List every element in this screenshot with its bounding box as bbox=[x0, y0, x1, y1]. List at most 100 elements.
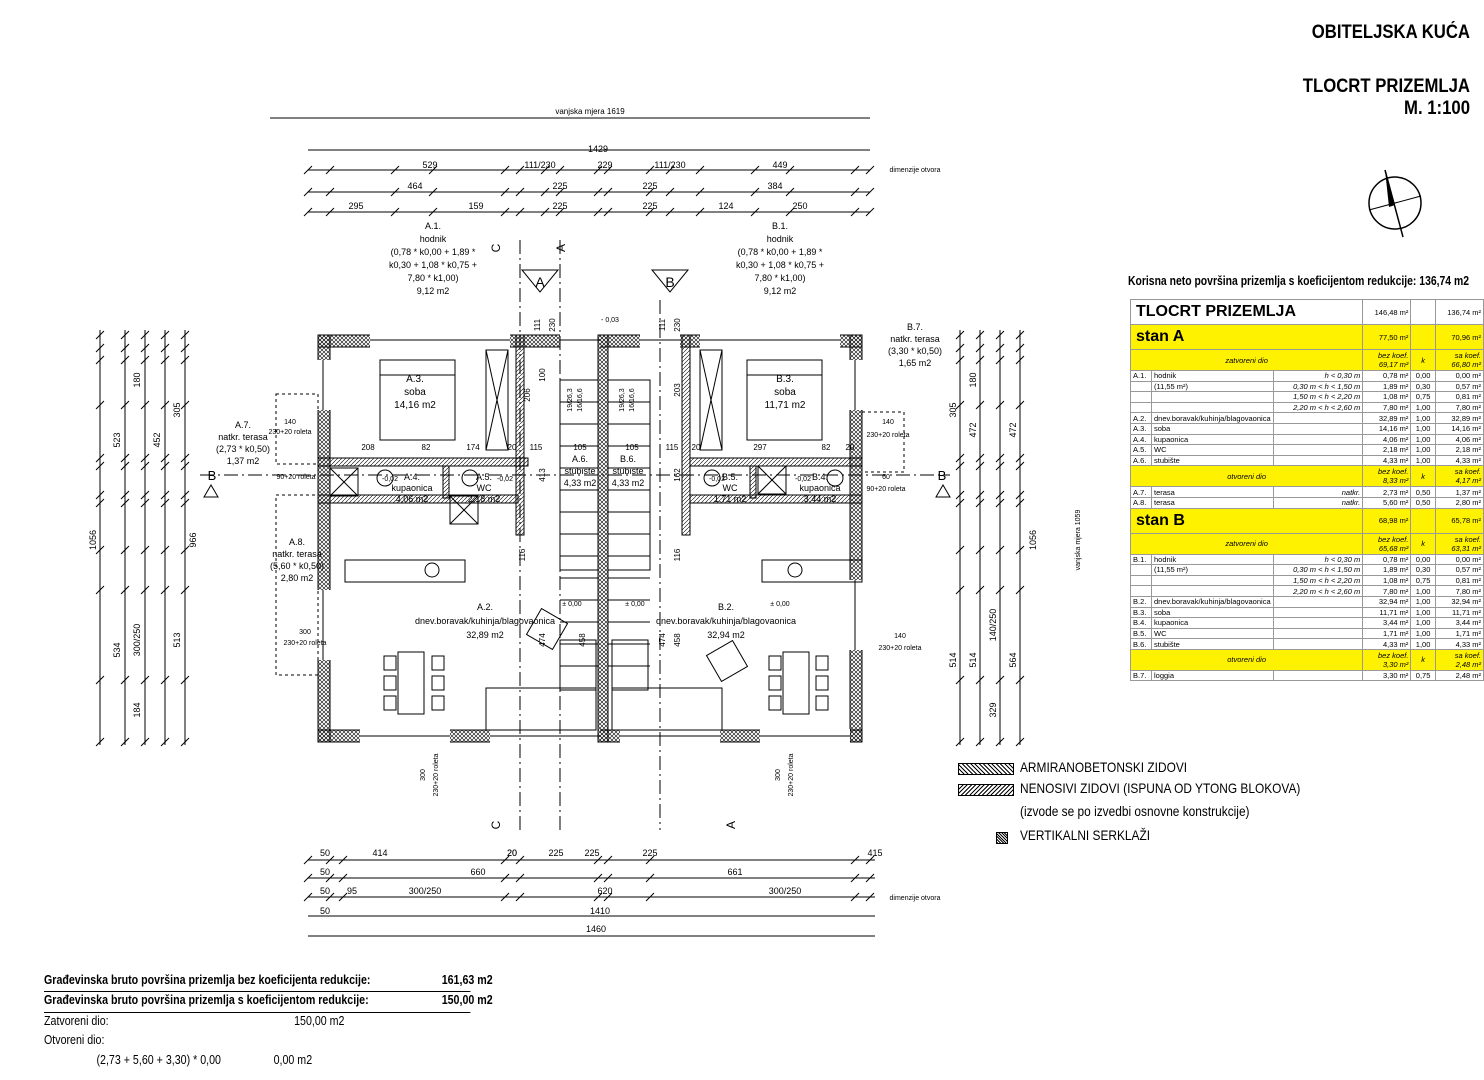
sofa bbox=[559, 639, 597, 691]
dimension-label: 1460 bbox=[586, 924, 606, 934]
dimension-tick bbox=[140, 400, 150, 410]
dimension-label: 20 bbox=[507, 848, 517, 858]
dimension-tick bbox=[955, 545, 965, 555]
armchair bbox=[525, 607, 569, 651]
room-label-b5: 1,71 m2 bbox=[714, 494, 747, 504]
dimension-tick bbox=[95, 400, 105, 410]
room-label-a2: A.2. bbox=[477, 602, 493, 612]
dimension-tick bbox=[390, 207, 400, 217]
dimension-tick bbox=[865, 165, 875, 175]
room-label-b4: 3,44 m2 bbox=[804, 494, 837, 504]
dimension-label: 620 bbox=[597, 886, 612, 896]
dimension-tick bbox=[338, 892, 348, 902]
dimension-tick bbox=[995, 355, 1005, 365]
table-cell: 3,30 m² bbox=[1362, 669, 1412, 682]
table-cell: k bbox=[1410, 465, 1436, 488]
partition bbox=[681, 334, 691, 536]
table-cell bbox=[1410, 299, 1436, 325]
room-label-a6: A.6. bbox=[572, 454, 588, 464]
room-label-a8: 2,80 m2 bbox=[281, 573, 314, 583]
opening-label: 300 bbox=[299, 629, 311, 636]
dimension-tick bbox=[593, 892, 603, 902]
room-label-a3: A.3. bbox=[406, 374, 424, 385]
table-cell: 32,89 m² bbox=[1434, 412, 1484, 424]
terrace-outline bbox=[275, 494, 319, 676]
dimension-tick bbox=[975, 453, 985, 463]
room-label-a1: 7,80 * k1,00) bbox=[407, 273, 458, 283]
dimension-tick bbox=[750, 207, 760, 217]
dimension-tick bbox=[140, 675, 150, 685]
room-label-b1: hodnik bbox=[767, 234, 794, 244]
dimension-label: 966 bbox=[188, 532, 198, 547]
inner-dimension: 116 bbox=[518, 548, 527, 561]
partition bbox=[442, 465, 450, 499]
table-cell: 11,71 m² bbox=[1434, 606, 1484, 619]
dimension-label: 225 bbox=[642, 181, 657, 191]
table-cell: 4,33 m² bbox=[1362, 638, 1412, 650]
dimension-tick bbox=[120, 490, 130, 500]
column-swatch-icon bbox=[996, 832, 1008, 844]
table-cell: dnev.boravak/kuhinja/blagovaonica bbox=[1151, 595, 1274, 608]
table-cell bbox=[1272, 617, 1364, 629]
table-cell: 1,00 bbox=[1410, 606, 1436, 619]
dimension-label: 661 bbox=[727, 867, 742, 877]
dimension-tick bbox=[95, 490, 105, 500]
dimension-tick bbox=[338, 855, 348, 865]
table-cell bbox=[1272, 433, 1364, 446]
dimension-tick bbox=[95, 453, 105, 463]
section-marker bbox=[650, 269, 690, 293]
dimension-label: 295 bbox=[348, 201, 363, 211]
dimension-tick bbox=[995, 461, 1005, 471]
chair bbox=[768, 655, 782, 671]
dimension-tick bbox=[955, 461, 965, 471]
level-mark: -0,02 bbox=[709, 476, 725, 483]
level-mark: ± 0,00 bbox=[625, 601, 645, 608]
table-cell: 70,96 m² bbox=[1434, 324, 1484, 350]
dimension-tick bbox=[303, 892, 313, 902]
dimension-tick bbox=[865, 892, 875, 902]
table-cell: hodnik bbox=[1151, 553, 1274, 566]
dimension-tick bbox=[865, 187, 875, 197]
dimension-tick bbox=[975, 461, 985, 471]
dimension-tick bbox=[603, 187, 613, 197]
table-cell: 0,30 m < h < 1,50 m bbox=[1272, 380, 1364, 393]
room-label-a7: natkr. terasa bbox=[218, 432, 268, 442]
inner-dimension: 208 bbox=[361, 443, 375, 452]
room-label-a4: 4,06 m2 bbox=[396, 494, 429, 504]
inner-dimension: 174 bbox=[466, 443, 480, 452]
dimension-label: 229 bbox=[597, 160, 612, 170]
table-cell: 5,60 m² bbox=[1362, 496, 1412, 509]
dimension-tick bbox=[1015, 400, 1025, 410]
table-cell: 2,73 m² bbox=[1362, 486, 1412, 498]
bez-value: 65,68 m² bbox=[1378, 543, 1409, 553]
table-cell bbox=[1410, 507, 1436, 534]
table-cell: 0,81 m² bbox=[1434, 574, 1484, 587]
dimension-tick bbox=[160, 585, 170, 595]
window-gap bbox=[640, 334, 680, 348]
dimension-tick bbox=[180, 355, 190, 365]
table-cell: 0,78 m² bbox=[1362, 370, 1412, 382]
dimension-tick bbox=[428, 187, 438, 197]
dining-table bbox=[782, 651, 810, 715]
room-label-b1: 7,80 * k1,00) bbox=[754, 273, 805, 283]
dimension-tick bbox=[865, 873, 875, 883]
table-cell: B.3. bbox=[1130, 606, 1152, 619]
dimension-tick bbox=[1015, 675, 1025, 685]
dimension-tick bbox=[160, 737, 170, 747]
table-cell bbox=[1130, 564, 1152, 576]
dimension-tick bbox=[515, 165, 525, 175]
dimension-tick bbox=[120, 461, 130, 471]
table-cell: 14,16 m² bbox=[1362, 422, 1412, 435]
dimension-tick bbox=[955, 400, 965, 410]
dimension-label: 1410 bbox=[590, 906, 610, 916]
opening-label: 60 bbox=[882, 474, 890, 481]
dimension-tick bbox=[140, 343, 150, 353]
dimension-label: 464 bbox=[407, 181, 422, 191]
dimension-tick bbox=[140, 461, 150, 471]
dimension-tick bbox=[850, 207, 860, 217]
dimension-tick bbox=[955, 737, 965, 747]
dimension-tick bbox=[180, 400, 190, 410]
